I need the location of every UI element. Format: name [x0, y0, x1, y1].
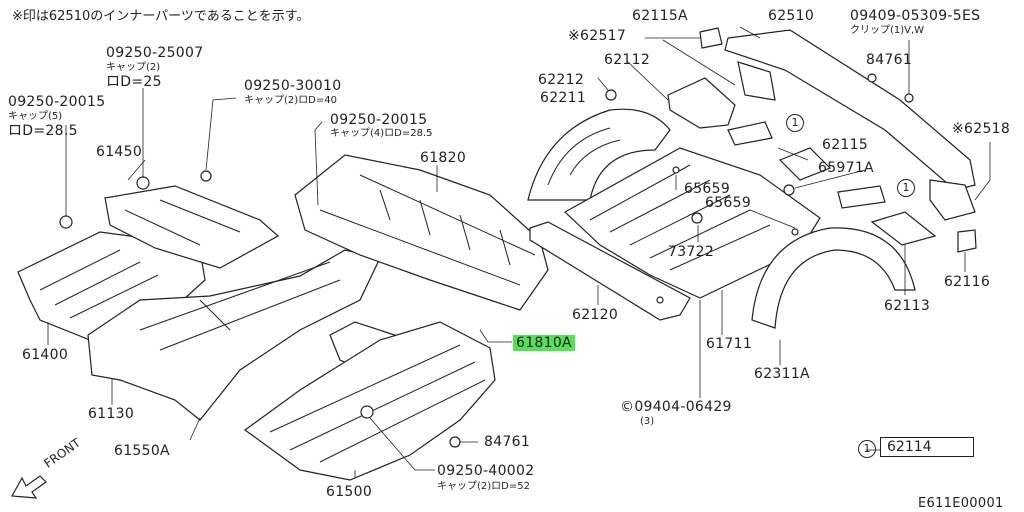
part-62211: [527, 108, 671, 201]
cap-84761-b: [867, 73, 877, 83]
label-09409-sub: クリップ(1)V,W: [850, 25, 925, 36]
cap-09250-20015: [59, 215, 73, 229]
part-62116: [957, 229, 977, 253]
legend-circle: 1: [858, 440, 876, 458]
label-09250-25007-sub: キャップ(2): [106, 62, 161, 73]
label-09250-30010: 09250-30010: [244, 78, 342, 94]
label-09250-25007-dia: ロD=25: [106, 74, 162, 90]
part-61500: [243, 321, 496, 481]
label-09250-25007: 09250-25007: [106, 45, 204, 61]
cap-65659-a: [672, 166, 680, 174]
highlight-61810A: 61810A: [513, 335, 575, 351]
part-62114-a: [727, 121, 773, 146]
cap-84761-a: [449, 436, 461, 448]
label-61810A: 61810A: [513, 335, 575, 351]
cap-65659-b: [791, 228, 799, 236]
clip-09404: [656, 296, 664, 304]
label-62518: ※62518: [952, 121, 1011, 137]
label-65659-b: 65659: [705, 195, 752, 211]
part-62114-b: [837, 185, 886, 209]
label-65971A: 65971A: [818, 160, 874, 176]
part-62517: [737, 61, 776, 101]
label-09250-30010-sub: キャップ(2)ロD=40: [244, 95, 337, 106]
part-62115A: [699, 27, 723, 49]
label-61400: 61400: [22, 347, 69, 363]
front-arrow-icon: [11, 475, 47, 499]
label-62116: 62116: [944, 274, 991, 290]
label-61500: 61500: [326, 484, 373, 500]
part-62115: [778, 147, 832, 181]
legend-note: ※印は62510のインナーパーツであることを示す。: [12, 9, 310, 24]
label-62115A: 62115A: [632, 8, 688, 24]
label-62113: 62113: [884, 298, 931, 314]
clip-09409: [904, 93, 914, 103]
label-09250-20015-a: 09250-20015: [8, 94, 106, 110]
label-62510: 62510: [768, 8, 815, 24]
label-09250-40002-sub: キャップ(2)ロD=52: [437, 481, 530, 492]
callout-circle-a: 1: [786, 114, 804, 132]
label-62112: 62112: [604, 52, 651, 68]
label-84761-b: 84761: [866, 52, 913, 68]
label-62120: 62120: [572, 307, 619, 323]
leader-lines: [47, 26, 991, 478]
label-09250-20015-b-sub: キャップ(4)ロD=28.5: [330, 128, 433, 139]
label-62115: 62115: [822, 137, 869, 153]
label-61450: 61450: [96, 144, 143, 160]
label-84761-a: 84761: [484, 434, 531, 450]
part-61450: [104, 185, 280, 269]
label-09409-05309: 09409-05309-5ES: [850, 8, 981, 24]
part-62311A: [751, 227, 916, 329]
label-62211: 62211: [540, 90, 587, 106]
label-73722: 73722: [668, 244, 715, 260]
label-09404-06429: ©09404-06429: [620, 399, 732, 415]
label-61130: 61130: [88, 406, 135, 422]
part-62113: [870, 211, 937, 246]
label-61711: 61711: [706, 336, 753, 352]
label-62212: 62212: [538, 72, 585, 88]
cap-09250-40002: [360, 405, 374, 419]
label-65659-a: 65659: [684, 181, 731, 197]
cap-65971A: [783, 184, 795, 196]
callout-circle-b: 1: [897, 179, 915, 197]
label-09250-20015-b: 09250-20015: [330, 112, 428, 128]
label-62517: ※62517: [568, 28, 627, 44]
label-62311A: 62311A: [754, 366, 810, 382]
label-09404-06429-text: 09404-06429: [634, 399, 732, 415]
label-09250-20015-a-dia: ロD=28.5: [8, 123, 78, 139]
cap-62212: [605, 89, 617, 101]
label-09404-sub: (3): [640, 416, 655, 427]
label-61550A: 61550A: [114, 443, 170, 459]
part-62120: [529, 221, 691, 321]
label-09250-40002: 09250-40002: [437, 463, 535, 479]
diagram-id: E611E00001: [918, 496, 1004, 511]
cap-09250-30010: [200, 170, 212, 182]
legend-part-box: 62114: [880, 437, 974, 457]
cap-09250-25007: [136, 176, 150, 190]
label-61820: 61820: [420, 150, 467, 166]
label-09250-20015-a-sub: キャップ(5): [8, 111, 63, 122]
part-62112: [667, 77, 736, 129]
cap-73722: [691, 212, 703, 224]
copyright-symbol: ©: [620, 399, 635, 415]
part-62518: [929, 179, 976, 221]
